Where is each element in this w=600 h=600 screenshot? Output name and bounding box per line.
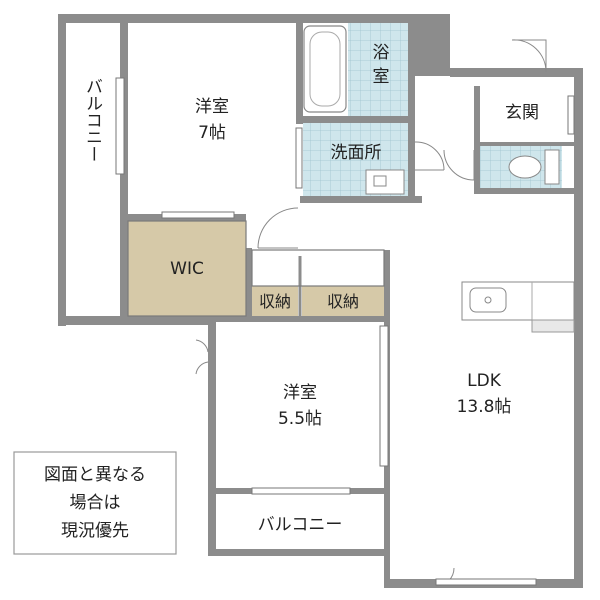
washroom-label: 洗面所 — [331, 143, 382, 163]
wic-area — [128, 221, 246, 316]
room-western-7-size: 7帖 — [198, 123, 226, 143]
storage-left-label: 収納 — [259, 292, 291, 311]
windows — [115, 77, 575, 586]
room-western-7: 洋室 7帖 — [195, 97, 229, 143]
notice-line-2: 場合は — [70, 493, 121, 513]
entrance-label: 玄関 — [505, 103, 539, 123]
room-ldk-name: LDK — [467, 371, 502, 391]
bath-label-2: 室 — [373, 67, 390, 87]
storage-left-area — [252, 286, 298, 316]
balcony-left-area — [66, 23, 120, 316]
notice-box: 図面と異なる 場合は 現況優先 — [13, 451, 177, 555]
toilet-icon — [508, 149, 560, 185]
wic-label: WIC — [170, 259, 204, 279]
room-ldk: LDK 13.8帖 — [457, 371, 512, 417]
room-bath: 浴 室 — [373, 43, 390, 87]
notice-line-1: 図面と異なる — [44, 465, 146, 485]
room-western-7-name: 洋室 — [195, 97, 229, 117]
room-western-55-name: 洋室 — [283, 383, 317, 403]
room-balcony-left: バルコニー — [82, 78, 102, 163]
balcony-left-label: バルコニー — [82, 78, 102, 163]
kitchen-counter — [461, 281, 575, 333]
bath-tile-area — [348, 23, 408, 116]
storage-right-label: 収納 — [327, 292, 359, 311]
bathtub-icon — [303, 25, 347, 113]
notice-line-3: 現況優先 — [61, 521, 129, 541]
bath-label-1: 浴 — [373, 43, 390, 63]
room-western-55: 洋室 5.5帖 — [278, 383, 322, 429]
storage-right-area — [302, 286, 384, 316]
room-western-55-size: 5.5帖 — [278, 409, 322, 429]
room-ldk-size: 13.8帖 — [457, 397, 512, 417]
balcony-bottom-label: バルコニー — [258, 515, 343, 535]
washing-machine-icon — [365, 169, 405, 195]
sink-icon — [469, 287, 507, 313]
